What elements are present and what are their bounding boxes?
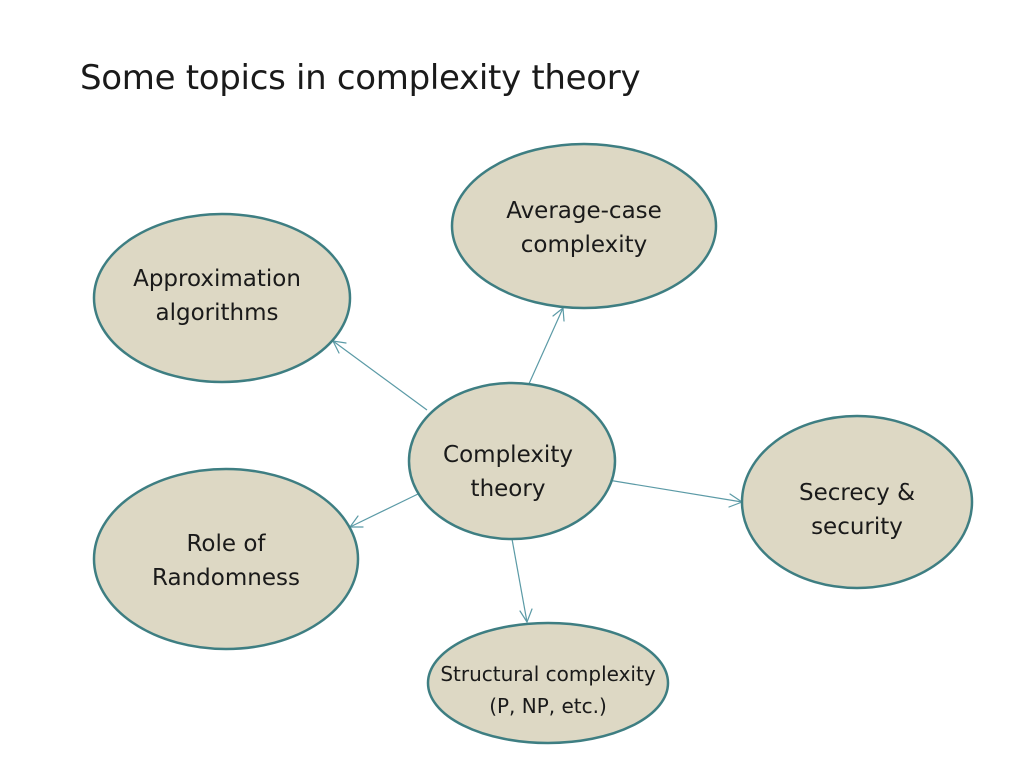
label-center: Complexity theory [443, 442, 573, 502]
node-center[interactable] [407, 381, 617, 541]
node-randomness[interactable] [92, 467, 360, 651]
label-randomness: Role of Randomness [152, 531, 300, 591]
node-secrecy[interactable] [740, 414, 974, 590]
label-structural: Structural complexity (P, NP, etc.) [440, 662, 656, 718]
node-structural[interactable] [426, 621, 670, 745]
edge-to-approximation [332, 340, 428, 411]
label-approximation: Approximation algorithms [133, 266, 301, 326]
edge-to-secrecy [607, 479, 743, 503]
node-average-case[interactable] [450, 142, 718, 310]
label-average-case: Average-case complexity [506, 198, 662, 258]
edge-to-structural [511, 538, 528, 623]
edge-to-randomness [349, 493, 419, 528]
edge-to-average-case [527, 307, 564, 387]
arrowhead-structural [519, 608, 533, 624]
node-approximation[interactable] [92, 212, 352, 384]
page-title: Some topics in complexity theory [80, 58, 641, 98]
label-secrecy: Secrecy & security [799, 480, 915, 540]
